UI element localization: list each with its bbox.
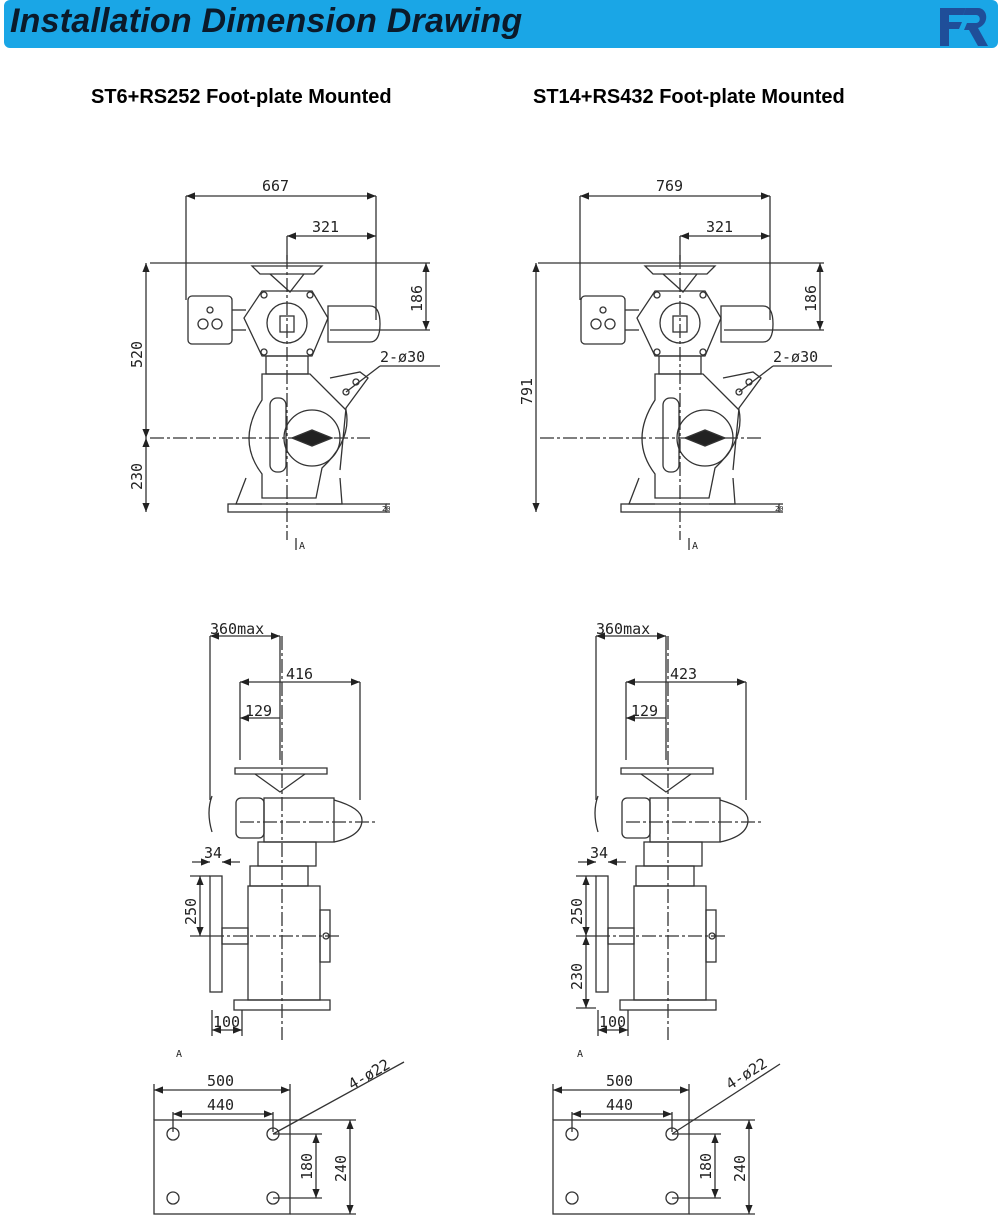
dim-overall-width: 667 (262, 177, 289, 195)
dim-max-width: 360max (596, 620, 650, 638)
dim-height: 791 (518, 378, 536, 405)
left-plan-view (153, 1061, 405, 1215)
dim-outer-height: 240 (731, 1155, 749, 1182)
left-drawing-title: ST6+RS252 Foot-plate Mounted (91, 86, 392, 108)
dim-overall-width: 769 (656, 177, 683, 195)
dim-flange: 34 (204, 844, 222, 862)
dim-outer-height: 240 (332, 1155, 350, 1182)
dim-holes: 4-ø22 (723, 1054, 771, 1093)
view-marker: A (692, 541, 698, 552)
left-plan-labels: A 500 440 4-ø22 180 240 (176, 1049, 393, 1182)
dim-inner: 440 (606, 1096, 633, 1114)
dim-outer: 500 (606, 1072, 633, 1090)
dim-width: 423 (670, 665, 697, 683)
dim-inner: 440 (207, 1096, 234, 1114)
dim-plate: 20 (775, 505, 783, 513)
dim-inner-height: 180 (697, 1153, 715, 1180)
dim-top-height: 186 (802, 285, 820, 312)
dim-height: 250 (182, 898, 200, 925)
dim-holes: 2-ø30 (380, 348, 425, 366)
view-label: A (577, 1049, 583, 1060)
left-front-view (142, 192, 440, 550)
right-front-view (532, 192, 832, 550)
dim-offset: 321 (706, 218, 733, 236)
right-plan-view (552, 1063, 781, 1215)
dim-upper-height: 520 (128, 341, 146, 368)
fr-logo-icon (940, 8, 988, 46)
dim-lower-height: 230 (568, 963, 586, 990)
dim-offset: 129 (631, 702, 658, 720)
right-drawing-title: ST14+RS432 Foot-plate Mounted (533, 86, 845, 108)
dim-offset: 129 (245, 702, 272, 720)
header-banner: Installation Dimension Drawing (4, 0, 998, 48)
dim-lower-height: 230 (128, 463, 146, 490)
dim-width: 416 (286, 665, 313, 683)
left-front-labels: 667 321 186 2-ø30 520 230 20 A (128, 177, 426, 552)
left-side-labels: 360max 416 129 34 250 100 (182, 620, 313, 1031)
dim-inner-height: 180 (298, 1153, 316, 1180)
page-title: Installation Dimension Drawing (10, 2, 523, 40)
right-side-labels: 360max 423 129 34 250 230 100 (568, 620, 697, 1031)
dim-height: 250 (568, 898, 586, 925)
dim-holes: 2-ø30 (773, 348, 818, 366)
dim-offset: 321 (312, 218, 339, 236)
view-marker: A (299, 541, 305, 552)
dim-plate: 20 (382, 505, 390, 513)
dim-outer: 500 (207, 1072, 234, 1090)
right-plan-labels: A 500 440 4-ø22 180 240 (577, 1049, 770, 1182)
dim-base: 100 (213, 1013, 240, 1031)
left-side-view (190, 632, 378, 1040)
right-front-labels: 769 321 186 2-ø30 791 20 A (518, 177, 820, 552)
dim-base: 100 (599, 1013, 626, 1031)
dim-holes: 4-ø22 (345, 1055, 393, 1093)
dim-max-width: 360max (210, 620, 264, 638)
view-label: A (176, 1049, 182, 1060)
dim-flange: 34 (590, 844, 608, 862)
dim-top-height: 186 (408, 285, 426, 312)
right-side-view (576, 632, 764, 1040)
